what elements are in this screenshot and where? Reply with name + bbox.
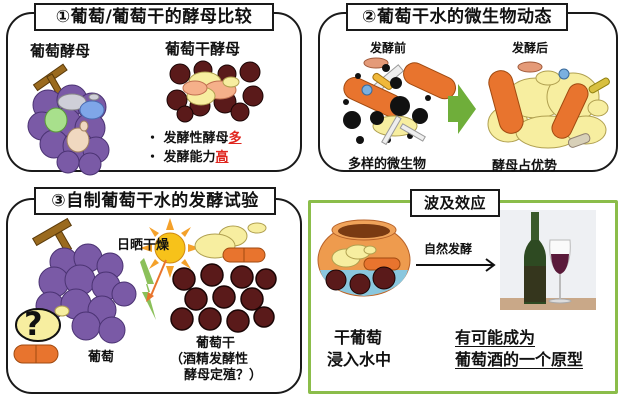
raisin-yeast-label: 葡萄干酵母 [165, 40, 241, 58]
after-fermentation-label: 发酵后 [512, 41, 549, 55]
panel2-title: ②葡萄干水的微生物动态 [346, 3, 568, 31]
diverse-microbes-caption: 多样的微生物 [348, 157, 427, 172]
panel1-title: ①葡萄/葡萄干的酵母比较 [34, 3, 274, 31]
bullet-fermentation-capacity: ・ 发酵能力高 [146, 146, 229, 165]
raisin-note-line1: （酒精发酵性 [170, 352, 249, 367]
wine-prototype-caption-line1: 有可能成为 [455, 328, 536, 347]
green-lightning-arrow-icon [140, 258, 167, 320]
clay-pot-with-raisins-icon [317, 219, 411, 297]
bullet-text: ・ 发酵性酵母 [146, 131, 229, 146]
bullet-text: ・ 发酵能力 [146, 150, 216, 165]
raisins-icon [170, 263, 277, 333]
question-mark: ? [24, 305, 43, 343]
green-arrow-icon [448, 84, 476, 134]
grape-yeast-label: 葡萄酵母 [30, 42, 91, 60]
bullet-fermentative-yeast: ・ 发酵性酵母多 [146, 127, 242, 146]
grape-label: 葡萄 [88, 350, 115, 365]
wine-prototype-caption-line2: 葡萄酒的一个原型 [455, 350, 584, 369]
diverse-microbes-icon [343, 57, 457, 146]
dried-grapes-caption-line1: 干葡萄 [334, 328, 383, 347]
yeast-dominant-caption: 酵母占优势 [492, 159, 558, 174]
sun-icon [140, 218, 200, 278]
sun-drying-label: 日晒干燥 [117, 238, 170, 253]
before-fermentation-label: 发酵前 [370, 41, 407, 55]
grape-bunch-with-yeast-icon [27, 63, 110, 176]
yeast-cells-icon [194, 222, 267, 263]
natural-fermentation-label: 自然发酵 [424, 242, 473, 256]
raisin-label: 葡萄干 [196, 336, 236, 351]
yeast-dominant-icon [487, 61, 610, 149]
highlight-high: 高 [215, 150, 229, 165]
dried-grapes-caption-line2: 浸入水中 [327, 350, 392, 369]
panel4-title: 波及效应 [410, 189, 500, 217]
panel3-title: ③自制葡萄干水的发酵试验 [34, 187, 276, 215]
wine-bottle-and-glass-photo [500, 210, 596, 310]
raisin-note-line2: 酵母定殖？） [184, 368, 263, 383]
right-arrow-icon [416, 258, 496, 272]
highlight-many: 多 [228, 131, 242, 146]
unknown-yeast-question-icon [13, 305, 70, 364]
raisins-with-yeast-icon [166, 60, 264, 123]
